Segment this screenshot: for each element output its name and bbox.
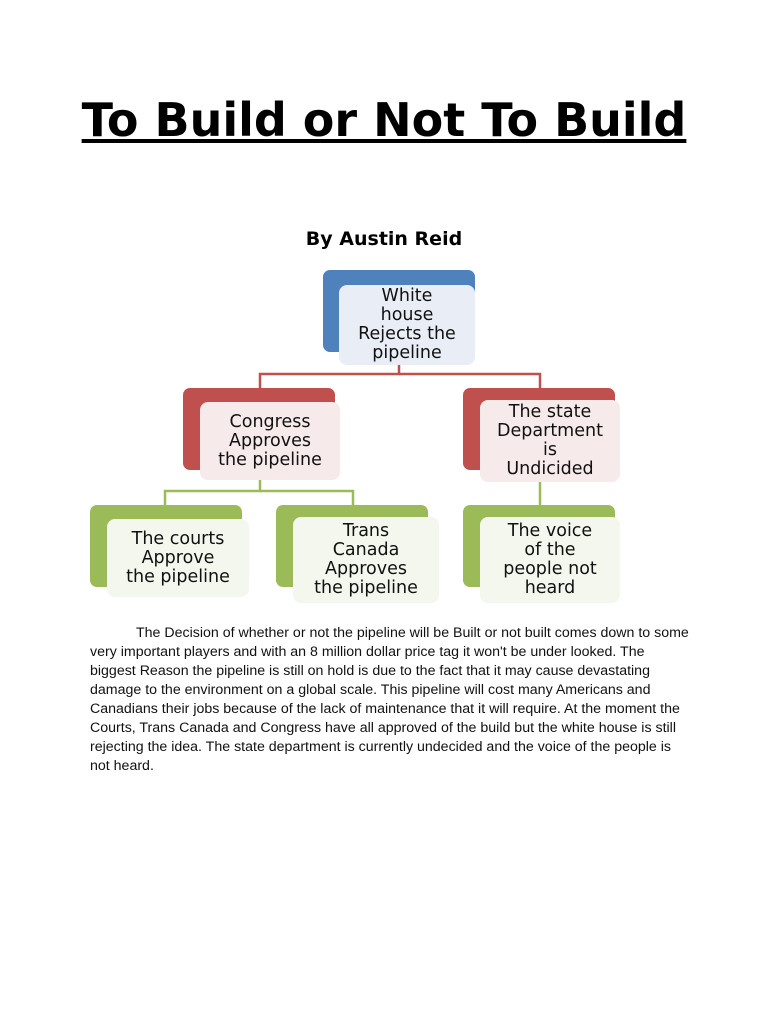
node-courts-card: The courts Approve the pipeline bbox=[107, 519, 249, 597]
node-courts: The courts Approve the pipeline bbox=[90, 505, 249, 597]
chart-connectors bbox=[163, 362, 542, 505]
node-congress-card: Congress Approves the pipeline bbox=[200, 402, 340, 480]
node-courts-label: The courts Approve the pipeline bbox=[126, 528, 230, 587]
body-paragraph-text: The Decision of whether or not the pipel… bbox=[90, 625, 689, 774]
node-voice-of-people: The voice of the people not heard bbox=[463, 505, 620, 603]
node-state-department-label: The state Department is Undicided bbox=[497, 402, 603, 479]
node-white-house-card: White house Rejects the pipeline bbox=[339, 285, 475, 365]
connector-whitehouse-second-level bbox=[258, 362, 401, 388]
node-state-department: The state Department is Undicided bbox=[463, 388, 620, 482]
node-trans-canada-label: Trans Canada Approves the pipeline bbox=[314, 521, 418, 598]
node-white-house-label: White house Rejects the pipeline bbox=[358, 286, 456, 363]
node-congress: Congress Approves the pipeline bbox=[183, 388, 340, 480]
author-byline: By Austin Reid bbox=[305, 228, 463, 250]
body-paragraph: The Decision of whether or not the pipel… bbox=[90, 624, 690, 776]
node-voice-of-people-label: The voice of the people not heard bbox=[503, 521, 597, 598]
node-voice-of-people-card: The voice of the people not heard bbox=[480, 517, 620, 603]
node-white-house: White house Rejects the pipeline bbox=[323, 270, 475, 365]
connector-whitehouse-state bbox=[399, 372, 542, 388]
document-title: To Build or Not To Build bbox=[81, 93, 687, 147]
connector-congress-third-level bbox=[163, 480, 262, 505]
node-congress-label: Congress Approves the pipeline bbox=[218, 411, 322, 470]
connector-congress-transcanada bbox=[260, 489, 355, 505]
node-state-department-card: The state Department is Undicided bbox=[480, 400, 620, 482]
node-trans-canada-card: Trans Canada Approves the pipeline bbox=[293, 517, 439, 603]
node-trans-canada: Trans Canada Approves the pipeline bbox=[276, 505, 439, 603]
